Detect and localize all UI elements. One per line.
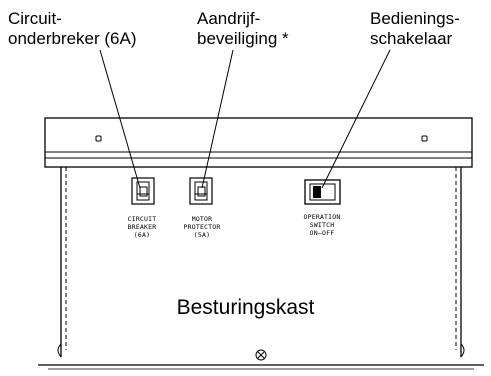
motor-protector-label-line-3: (5A): [194, 231, 210, 239]
cabinet-body: [38, 167, 484, 370]
callout-circuit-breaker-line-2: onderbreker (6A): [8, 29, 137, 48]
circuit-breaker-label-line-1: CIRCUIT: [128, 215, 157, 223]
callout-motor-protector-line-1: Aandrijf-: [197, 9, 261, 28]
circuit-breaker-switch[interactable]: [131, 177, 155, 205]
motor-protector-switch[interactable]: [189, 177, 213, 205]
callout-operation-switch-line-2: schakelaar: [370, 29, 453, 48]
callout-motor-protector-line-2: beveiliging *: [197, 29, 289, 48]
mounting-hole-right: [421, 135, 428, 142]
circuit-breaker-label-line-2: BREAKER: [128, 223, 157, 231]
leader-line-motor-protector: [201, 49, 234, 189]
motor-protector-label-line-1: MOTOR: [192, 215, 213, 223]
operation-switch[interactable]: [304, 179, 341, 205]
screw-icon: [255, 349, 267, 361]
top-rail-outline: [44, 117, 473, 168]
callout-operation-switch-line-1: Bedienings-: [370, 9, 460, 28]
leader-line-operation-switch: [321, 49, 391, 189]
operation-switch-label-line-3: ON–OFF: [310, 229, 335, 237]
motor-protector-label-line-2: PROTECTOR: [183, 223, 220, 231]
operation-switch-label-line-1: OPERATION: [303, 213, 340, 221]
callout-circuit-breaker: Circuit- onderbreker (6A): [8, 9, 137, 49]
panel-label: Besturingskast: [176, 296, 315, 319]
foot-left: [57, 343, 62, 358]
circuit-breaker-label-line-3: (6A): [134, 231, 150, 239]
leader-line-circuit-breaker: [99, 49, 141, 189]
callout-motor-protector: Aandrijf- beveiliging *: [197, 9, 289, 49]
operation-switch-label-line-2: SWITCH: [310, 221, 335, 229]
callout-circuit-breaker-line-1: Circuit-: [8, 9, 62, 28]
top-rail: [44, 117, 473, 168]
mounting-hole-left: [95, 135, 102, 142]
callout-operation-switch: Bedienings- schakelaar: [370, 9, 460, 49]
foot-right: [460, 343, 465, 358]
